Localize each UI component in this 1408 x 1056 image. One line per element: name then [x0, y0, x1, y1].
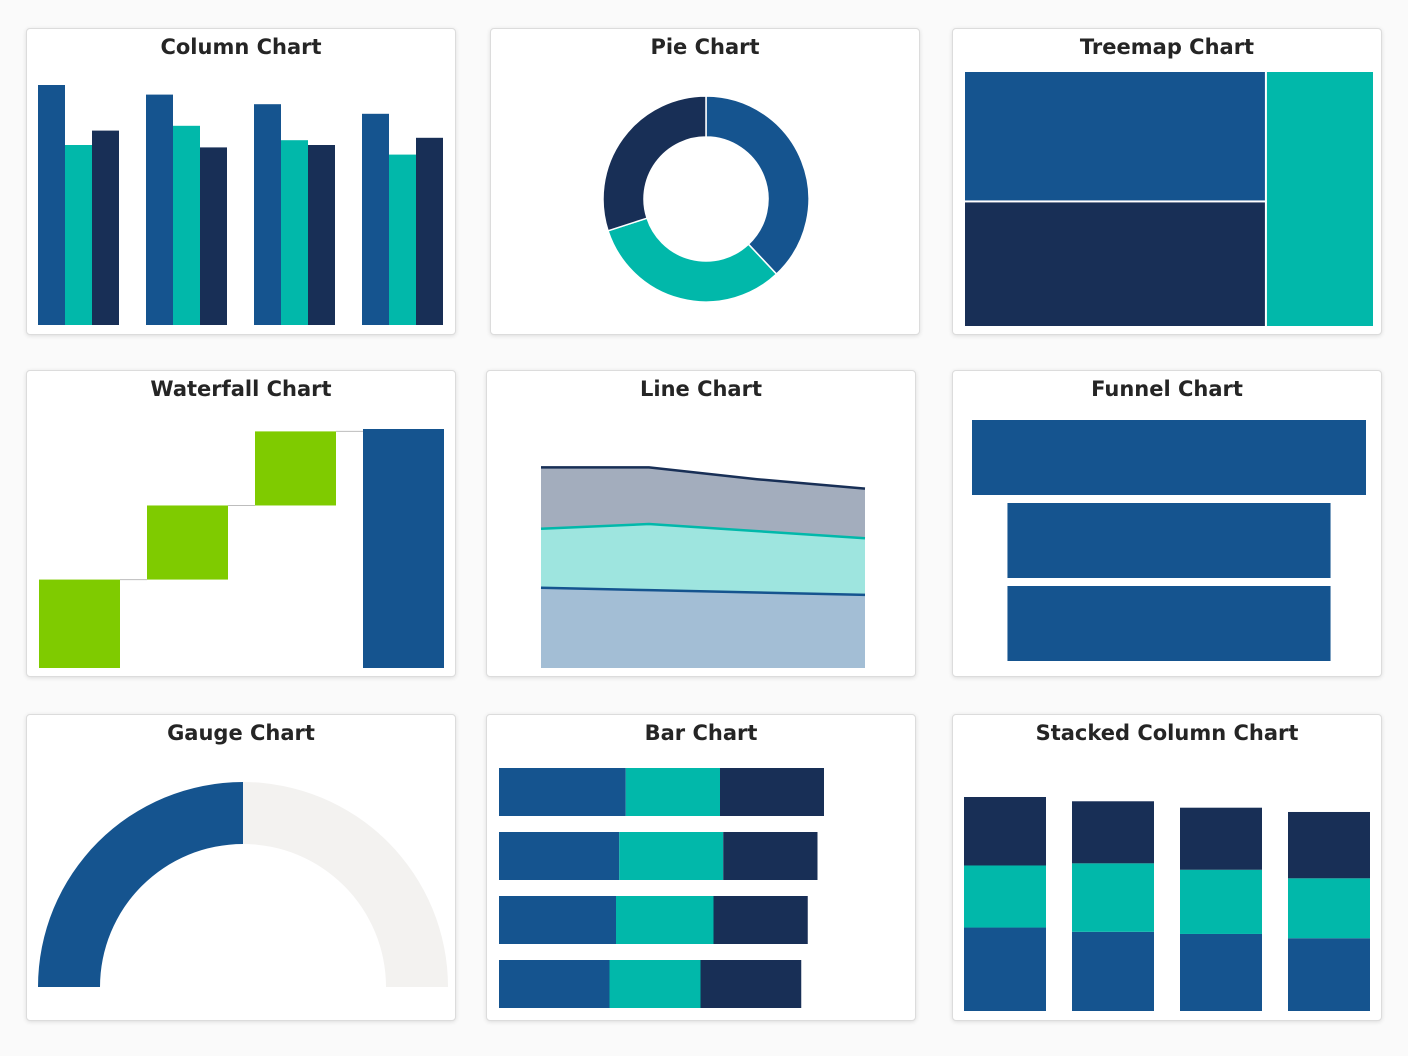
column-bar [281, 140, 308, 325]
stacked-column-segment [1288, 811, 1370, 879]
gauge-value-arc [38, 782, 243, 987]
column-bar [92, 130, 119, 325]
line-chart-card[interactable]: Line Chart [486, 370, 916, 677]
pie-chart-card[interactable]: Pie Chart [490, 28, 920, 335]
bar-segment [616, 896, 714, 944]
bar-segment [499, 768, 626, 816]
pie-slice [602, 95, 707, 232]
column-chart-plot [38, 85, 443, 325]
waterfall-step [147, 505, 228, 580]
stacked-column-segment [964, 865, 1046, 928]
bar-segment [625, 768, 720, 816]
stacked-column-chart-card[interactable]: Stacked Column Chart [952, 714, 1382, 1021]
stacked-column-segment [1180, 807, 1262, 870]
pie-slice [607, 217, 778, 303]
stacked-column-segment [964, 797, 1046, 866]
column-bar [416, 137, 443, 325]
treemap-chart-card[interactable]: Treemap Chart [952, 28, 1382, 335]
treemap-tile [965, 202, 1265, 326]
bar-segment [720, 768, 824, 816]
stacked-column-segment [964, 927, 1046, 1011]
funnel-stage [1007, 586, 1331, 661]
pie-slice [705, 95, 810, 276]
area-series [541, 587, 865, 668]
treemap-tile [1266, 72, 1373, 326]
column-chart-card[interactable]: Column Chart [26, 28, 456, 335]
funnel-stage [1007, 503, 1331, 578]
area-series [541, 467, 865, 539]
funnel-chart-card[interactable]: Funnel Chart [952, 370, 1382, 677]
column-bar [254, 104, 281, 325]
bar-chart-plot [499, 768, 824, 1008]
funnel-chart-plot [972, 420, 1366, 661]
line-series [540, 522, 866, 540]
chart-title: Gauge Chart [167, 721, 315, 745]
gauge-chart-card[interactable]: Gauge Chart [26, 714, 456, 1021]
chart-title: Funnel Chart [1091, 377, 1243, 401]
chart-title: Line Chart [639, 377, 762, 401]
stacked-column-segment [1072, 801, 1154, 864]
waterfall-step [255, 431, 336, 506]
line-series [540, 586, 866, 597]
pie-chart-plot [602, 95, 810, 303]
stacked-column-segment [1072, 863, 1154, 932]
stacked-column-segment [1288, 938, 1370, 1011]
stacked-column-chart-plot [964, 797, 1370, 1011]
bar-segment [619, 832, 724, 880]
line-series [541, 466, 866, 490]
bar-segment [609, 960, 701, 1008]
treemap-chart-plot [965, 72, 1373, 326]
column-bar [308, 145, 335, 325]
column-bar [389, 154, 416, 325]
gauge-track [243, 782, 448, 987]
bar-segment [723, 832, 818, 880]
treemap-tile [965, 72, 1265, 201]
funnel-stage [972, 420, 1366, 495]
chart-title: Pie Chart [650, 35, 760, 59]
bar-chart-card[interactable]: Bar Chart [486, 714, 916, 1021]
chart-title: Column Chart [160, 35, 322, 59]
stacked-column-segment [1072, 931, 1154, 1011]
stacked-column-segment [1180, 933, 1262, 1011]
waterfall-total [363, 429, 444, 668]
column-bar [38, 85, 65, 325]
column-bar [362, 113, 389, 325]
column-bar [173, 125, 200, 325]
column-bar [146, 94, 173, 325]
line-chart-plot [540, 466, 866, 668]
column-bar [200, 147, 227, 325]
waterfall-chart-card[interactable]: Waterfall Chart [26, 370, 456, 677]
chart-title: Bar Chart [644, 721, 758, 745]
gauge-chart-plot [38, 782, 448, 987]
stacked-column-segment [1288, 878, 1370, 939]
column-bar [65, 145, 92, 325]
stacked-column-segment [1180, 869, 1262, 934]
bar-segment [499, 832, 620, 880]
bar-segment [499, 896, 616, 944]
chart-title: Treemap Chart [1079, 35, 1255, 59]
area-series [541, 524, 865, 595]
bar-segment [499, 960, 610, 1008]
chart-title: Stacked Column Chart [1035, 721, 1299, 745]
waterfall-step [39, 579, 120, 668]
bar-segment [713, 896, 808, 944]
bar-segment [700, 960, 802, 1008]
waterfall-chart-plot [39, 429, 444, 668]
chart-title: Waterfall Chart [150, 377, 332, 401]
